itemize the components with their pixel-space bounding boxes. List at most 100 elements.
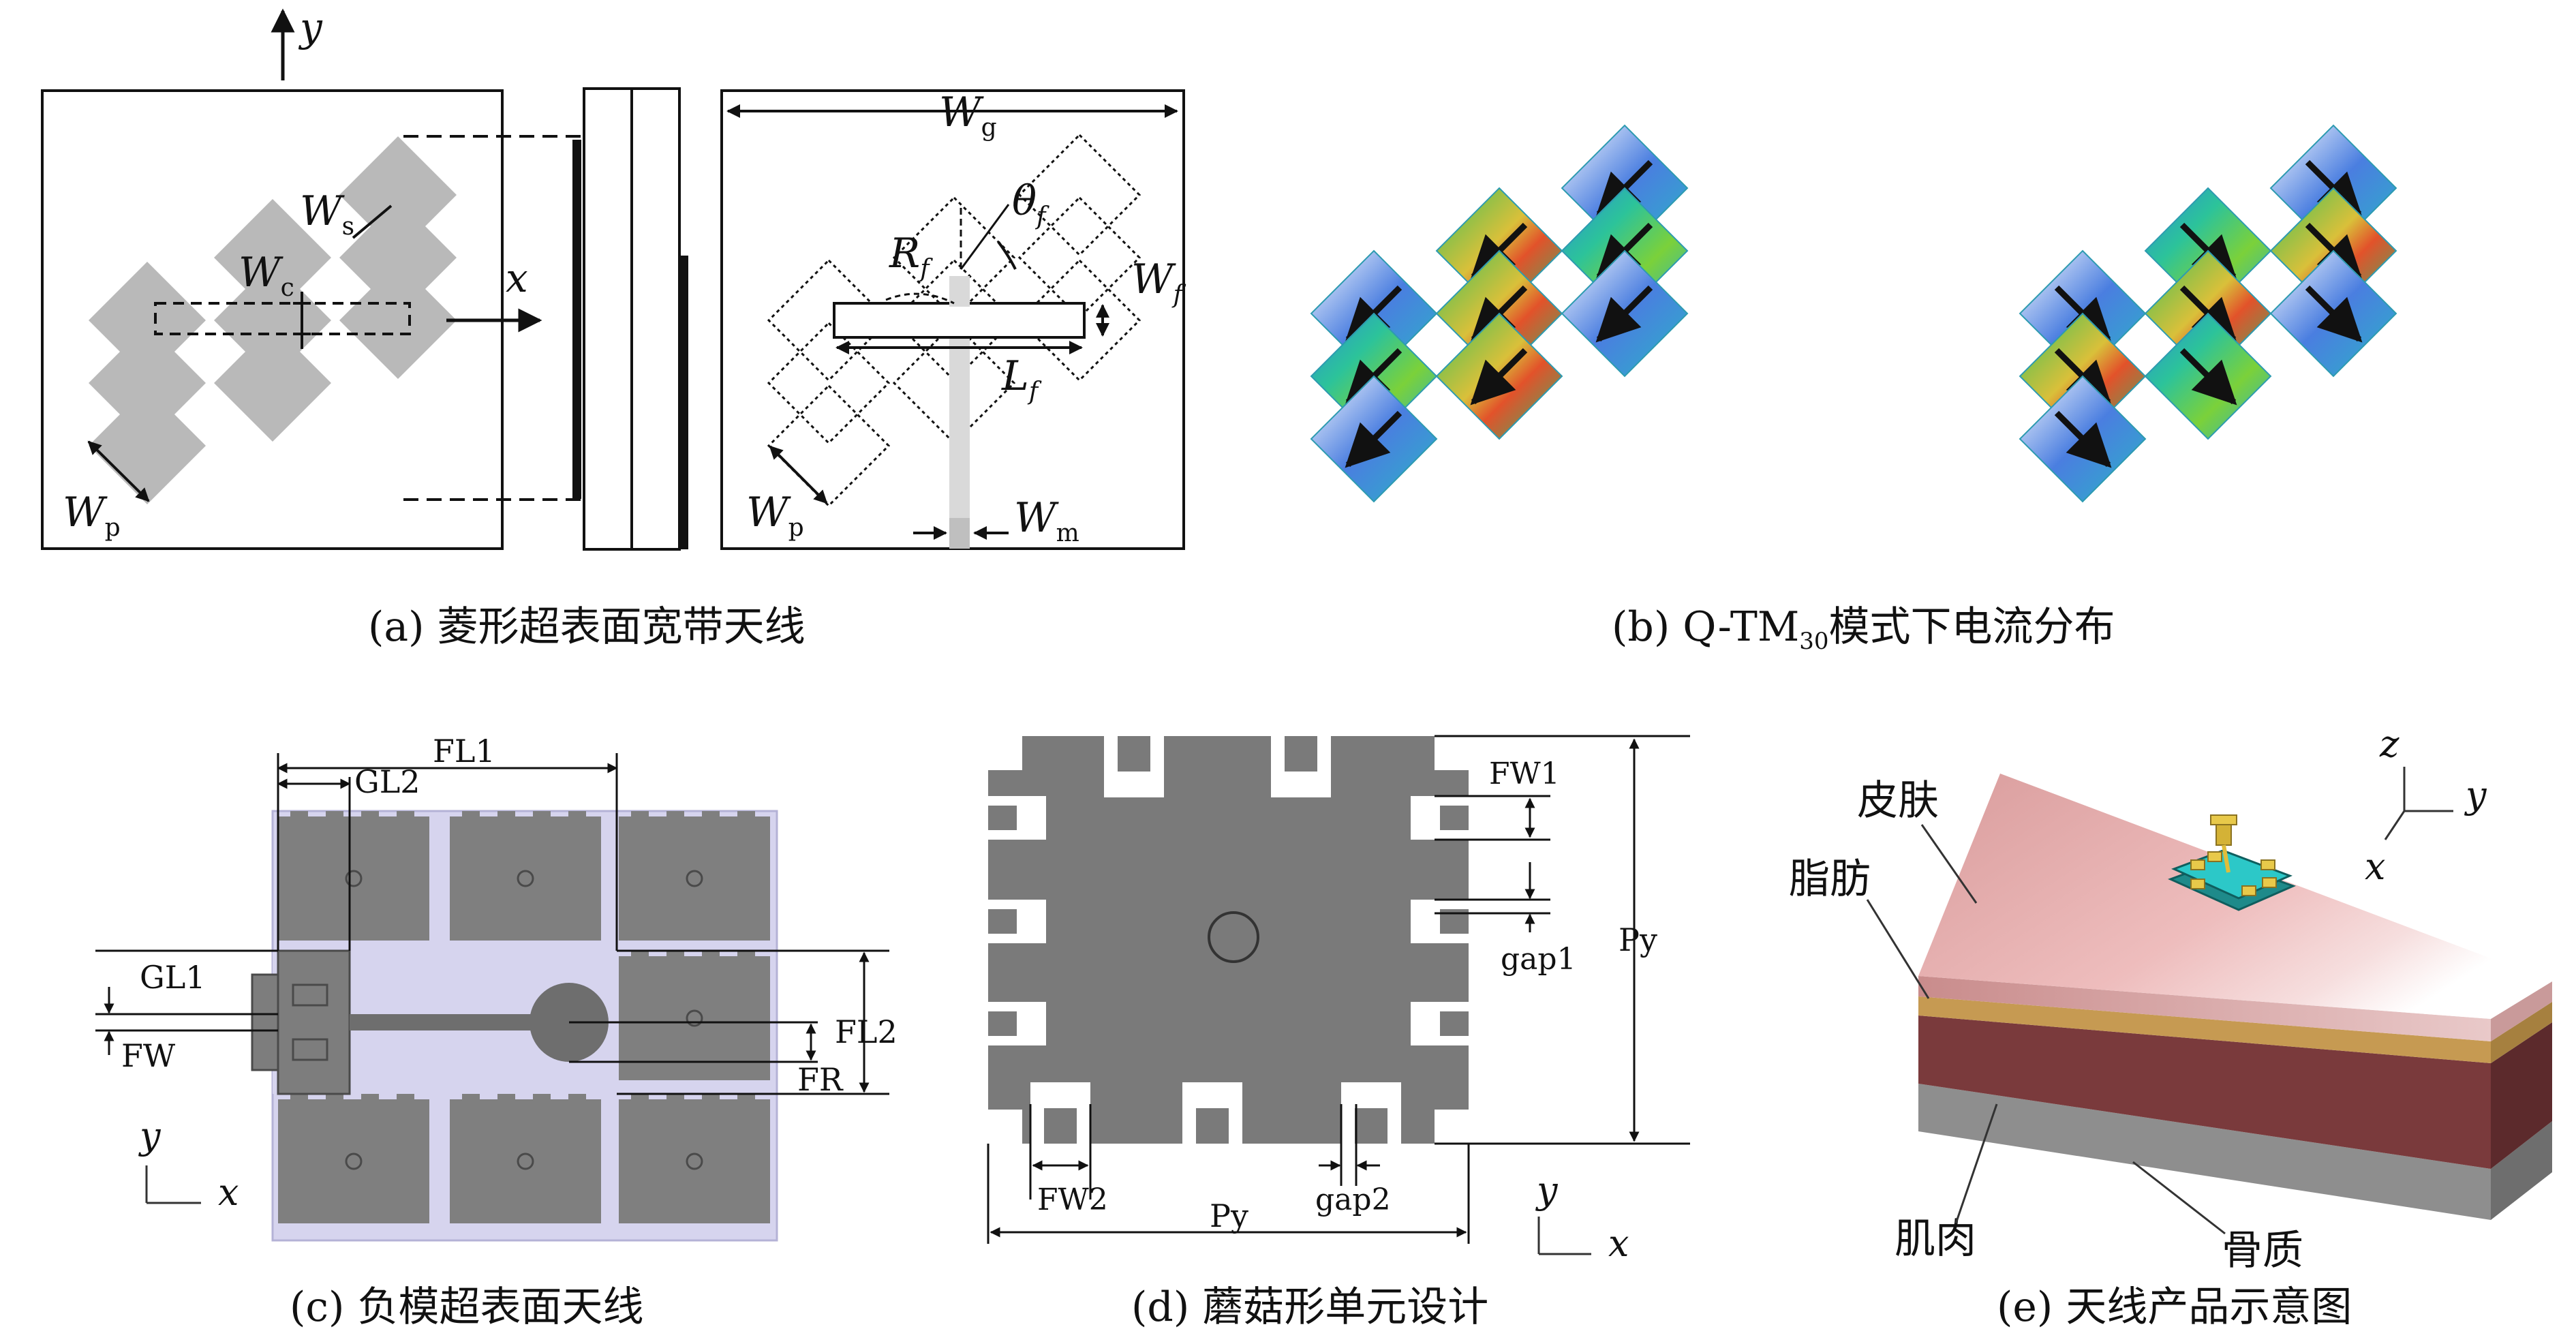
axis-e-x bbox=[2384, 810, 2406, 840]
bottom-slot-tab bbox=[1355, 1108, 1387, 1144]
antenna-pad bbox=[2207, 851, 2222, 862]
rhombus-outline bbox=[1017, 258, 1141, 382]
unit-cell-tooth bbox=[568, 1094, 586, 1106]
bone-label: 骨质 bbox=[2222, 1227, 2303, 1274]
unit-cell bbox=[619, 956, 770, 1080]
fw2-label: FW2 bbox=[1037, 1182, 1108, 1217]
panel-a: y x Ws Wc Wp Wg Rf bbox=[41, 4, 1186, 551]
feed-microstrip bbox=[949, 320, 970, 549]
rhombus-outline bbox=[892, 321, 1016, 445]
current-arrow bbox=[2179, 348, 2237, 406]
current-arrow bbox=[1595, 285, 1653, 343]
bottom-slot-tab bbox=[1196, 1108, 1229, 1144]
unit-cell-tooth bbox=[290, 1094, 308, 1106]
bone-front bbox=[1918, 1084, 2491, 1220]
cpw-ground-bottom bbox=[292, 1038, 328, 1061]
gap2-label: gap2 bbox=[1315, 1182, 1391, 1217]
rhombus-patch bbox=[89, 262, 206, 379]
lf-label: Lf bbox=[1001, 352, 1042, 406]
cpw-ground-top bbox=[292, 983, 328, 1007]
right-slot-tab bbox=[1440, 1011, 1469, 1036]
axis-y-label: y bbox=[298, 4, 323, 50]
rhombus-outline bbox=[892, 196, 1016, 320]
unit-cell-tooth bbox=[397, 1094, 414, 1106]
unit-cell-via bbox=[517, 1152, 534, 1170]
axis-d-y: y bbox=[1535, 1169, 1559, 1212]
unit-cell-via bbox=[686, 1152, 703, 1170]
current-arrow bbox=[2305, 285, 2363, 343]
corner-notch bbox=[988, 1110, 1022, 1144]
side-view-ground bbox=[679, 256, 688, 549]
unit-cell-via bbox=[686, 1009, 703, 1027]
wp2-dim bbox=[769, 445, 828, 504]
via bbox=[1208, 911, 1259, 963]
axis-e-z-label: z bbox=[2379, 722, 2399, 765]
caption-c: (c) 负模超表面天线 bbox=[290, 1283, 644, 1331]
bone-side bbox=[2491, 1121, 2552, 1220]
unit-cell-tooth bbox=[361, 1094, 379, 1106]
antenna-feed bbox=[2222, 844, 2230, 873]
panel-a-patches bbox=[89, 136, 457, 504]
unit-cell-tooth bbox=[326, 1094, 343, 1106]
rhombus-outline bbox=[767, 321, 891, 445]
skin-label: 皮肤 bbox=[1857, 777, 1939, 825]
unit-cell-tooth bbox=[631, 951, 649, 963]
caption-d: (d) 蘑菇形单元设计 bbox=[1131, 1283, 1488, 1331]
unit-cell-tooth bbox=[397, 811, 414, 823]
antenna-pad bbox=[2190, 859, 2205, 870]
unit-cell-tooth bbox=[462, 811, 480, 823]
top-slot-tab bbox=[1118, 736, 1150, 772]
rf-arc bbox=[885, 292, 955, 305]
current-distribution-right bbox=[2019, 124, 2397, 503]
wp-dim bbox=[87, 440, 150, 502]
muscle-label: 肌肉 bbox=[1895, 1215, 1976, 1263]
mushroom-slots bbox=[988, 736, 1469, 1144]
axis-c-x: x bbox=[218, 1171, 239, 1214]
muscle-front bbox=[1918, 1015, 2491, 1169]
unit-cell bbox=[619, 1099, 770, 1223]
fr-label: FR bbox=[797, 1061, 844, 1098]
unit-cell-tooth bbox=[737, 811, 755, 823]
wc-label: Wc bbox=[239, 249, 294, 302]
rhombus-patch bbox=[214, 262, 331, 379]
unit-cell-tooth bbox=[462, 1094, 480, 1106]
side-view-substrate-1 bbox=[583, 87, 633, 551]
unit-cell-via bbox=[686, 870, 703, 887]
rhombus-patch bbox=[339, 262, 457, 379]
rhombus-patch bbox=[339, 199, 457, 316]
unit-cell-tooth bbox=[497, 811, 515, 823]
unit-cell bbox=[278, 1099, 429, 1223]
caption-b: (b) Q-TM30模式下电流分布 bbox=[1612, 603, 2115, 655]
antenna-pad bbox=[2241, 885, 2256, 896]
fat-front bbox=[1918, 996, 2491, 1063]
skin-front bbox=[1918, 976, 2491, 1041]
fw-label: FW bbox=[121, 1037, 176, 1074]
rhombus-outline bbox=[892, 258, 1016, 382]
axis-c-y: y bbox=[138, 1114, 162, 1157]
fl1-label: FL1 bbox=[433, 733, 495, 769]
panel-a-feed-outline bbox=[154, 302, 411, 335]
unit-cell-tooth bbox=[326, 811, 343, 823]
caption-a: (a) 菱形超表面宽带天线 bbox=[368, 603, 806, 651]
panel-c: FL1 GL2 GL1 FW FL2 FR y x bbox=[95, 733, 898, 1242]
axis-x-label: x bbox=[506, 255, 528, 301]
unit-cell-tooth bbox=[702, 1094, 720, 1106]
fw1-label: FW1 bbox=[1489, 757, 1560, 791]
unit-cell-tooth bbox=[290, 811, 308, 823]
feed-connector bbox=[949, 518, 970, 549]
fat-label: 脂肪 bbox=[1789, 855, 1871, 903]
unit-cell bbox=[278, 816, 429, 941]
panel-d: Py FW1 gap1 FW2 gap2 Py y x bbox=[987, 735, 1690, 1265]
wp2-label: Wp bbox=[746, 489, 804, 542]
unit-cell-tooth bbox=[666, 811, 684, 823]
rf-label: Rf bbox=[889, 230, 933, 283]
muscle-leader bbox=[1954, 1103, 1998, 1224]
left-slot-tab bbox=[988, 1011, 1017, 1036]
unit-cell-tooth bbox=[568, 811, 586, 823]
gl2-label: GL2 bbox=[354, 763, 420, 800]
wg-label: Wg bbox=[939, 89, 997, 142]
rhombus-patch bbox=[214, 324, 331, 442]
unit-cell-tooth bbox=[702, 811, 720, 823]
wp-label: Wp bbox=[63, 489, 121, 542]
skin-leader bbox=[1920, 824, 1978, 904]
